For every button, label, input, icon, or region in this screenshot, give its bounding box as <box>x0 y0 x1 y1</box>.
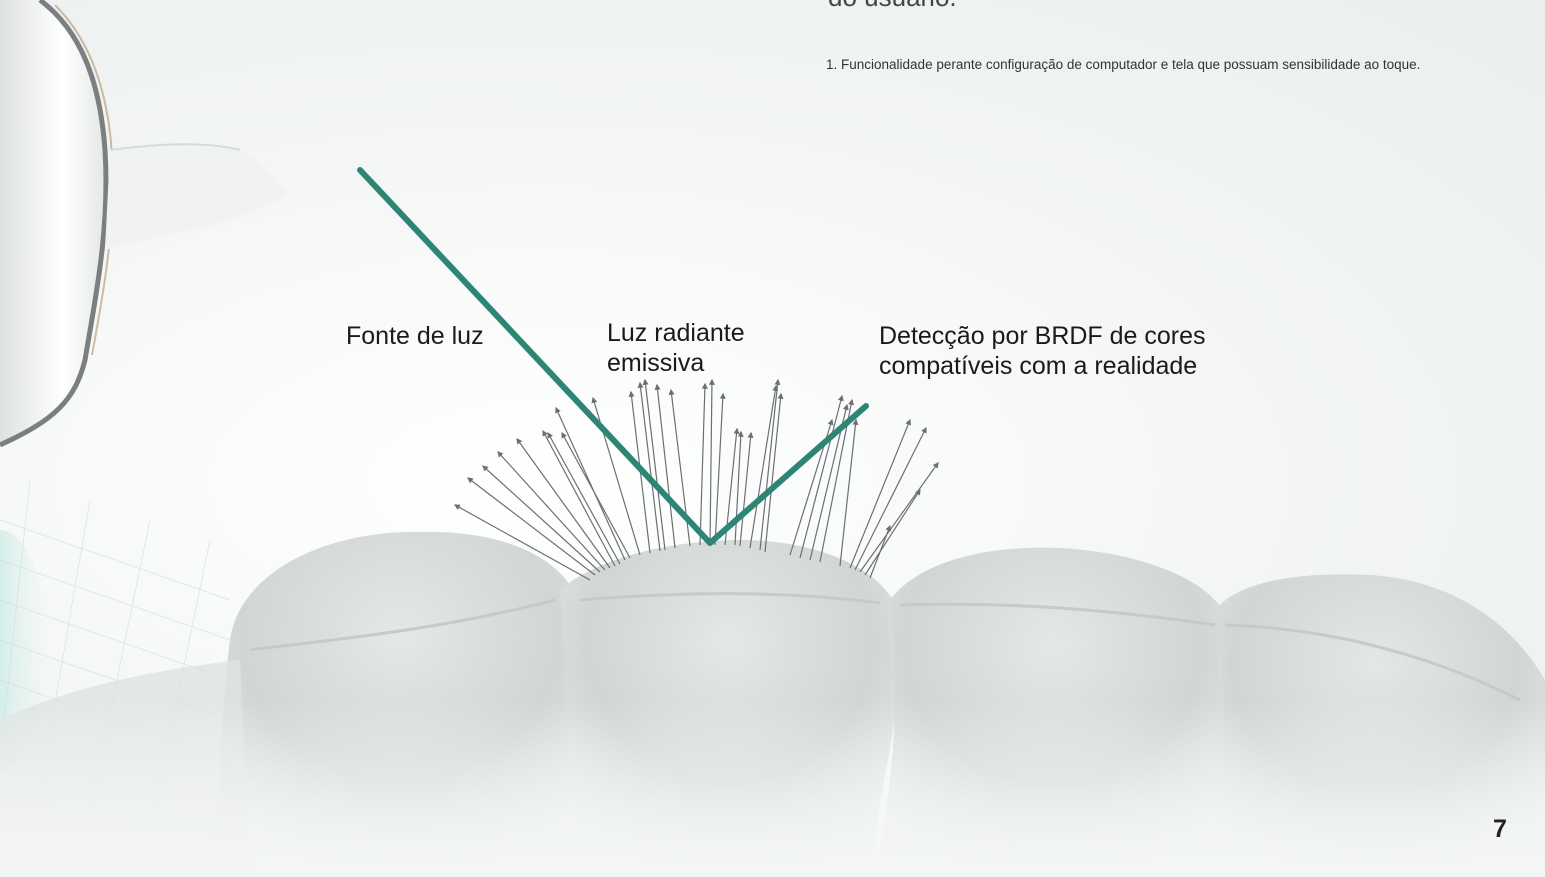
light-source-label: Fonte de luz <box>346 322 484 350</box>
scanner-tip <box>0 0 290 448</box>
page-number: 7 <box>1493 815 1507 843</box>
emissive-label-line2: emissiva <box>607 349 705 377</box>
emissive-light-label: Luz radiante emissiva <box>607 318 745 378</box>
emissive-arrows <box>453 378 939 581</box>
cut-heading: do usuário. <box>828 0 957 13</box>
emissive-label-line1: Luz radiante <box>607 319 745 347</box>
brdf-label-line1: Detecção por BRDF de cores <box>879 322 1206 350</box>
brdf-label-line2: compatíveis com a realidade <box>879 352 1198 380</box>
light-beams <box>357 167 869 546</box>
footnote: 1. Funcionalidade perante configuração d… <box>826 57 1421 72</box>
brdf-detection-label: Detecção por BRDF de cores compatíveis c… <box>879 321 1206 381</box>
